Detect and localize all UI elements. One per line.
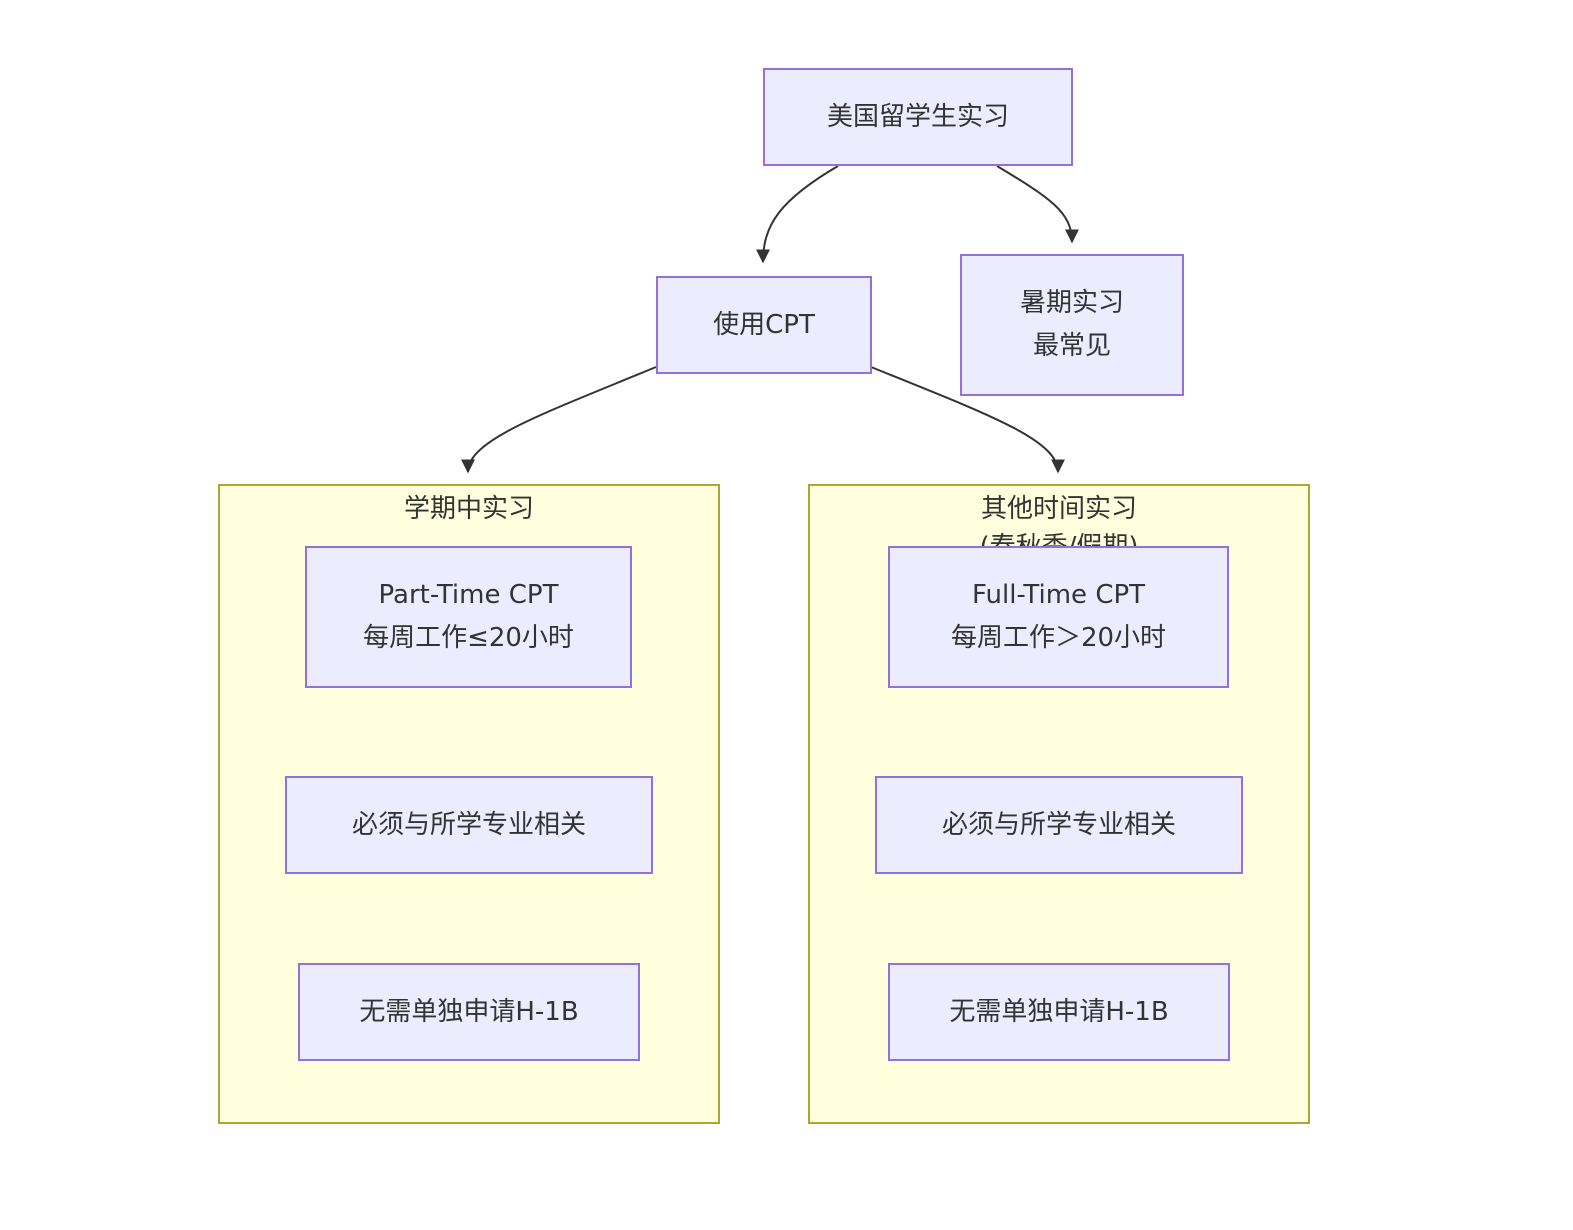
node-label: 暑期实习 — [1019, 288, 1124, 318]
edge-cpt-to-during-semester — [461, 366, 657, 474]
node-no-h1b-right[interactable]: 无需单独申请H-1B — [888, 963, 1230, 1061]
node-us-student-internship[interactable]: 美国留学生实习 — [763, 68, 1073, 166]
node-label: 美国留学生实习 — [826, 101, 1009, 132]
node-label: 必须与所学专业相关 — [941, 809, 1176, 840]
node-label: 最常见 — [1032, 331, 1111, 361]
node-full-time-cpt[interactable]: Full-Time CPT 每周工作＞20小时 — [888, 546, 1229, 688]
node-use-cpt[interactable]: 使用CPT — [656, 276, 872, 374]
node-label: 使用CPT — [713, 309, 815, 340]
node-label: 必须与所学专业相关 — [351, 809, 586, 840]
node-part-time-cpt[interactable]: Part-Time CPT 每周工作≤20小时 — [305, 546, 632, 688]
node-label: 每周工作≤20小时 — [363, 623, 574, 653]
node-label: 无需单独申请H-1B — [949, 996, 1169, 1027]
node-summer-internship[interactable]: 暑期实习 最常见 — [960, 254, 1184, 396]
subgraph-title: 学期中实习 — [220, 490, 718, 528]
node-no-h1b-left[interactable]: 无需单独申请H-1B — [298, 963, 640, 1061]
node-must-be-related-right[interactable]: 必须与所学专业相关 — [875, 776, 1243, 874]
node-label: 无需单独申请H-1B — [359, 996, 579, 1027]
subgraph-title-line: 其他时间实习 — [980, 494, 1137, 524]
node-label: 每周工作＞20小时 — [950, 623, 1167, 653]
node-label: Full-Time CPT — [971, 580, 1146, 610]
edge-root-to-cpt — [756, 165, 839, 264]
edge-root-to-summer — [996, 165, 1079, 244]
subgraph-title-line: 学期中实习 — [403, 494, 534, 524]
node-must-be-related-left[interactable]: 必须与所学专业相关 — [285, 776, 653, 874]
node-label: Part-Time CPT — [378, 580, 559, 610]
